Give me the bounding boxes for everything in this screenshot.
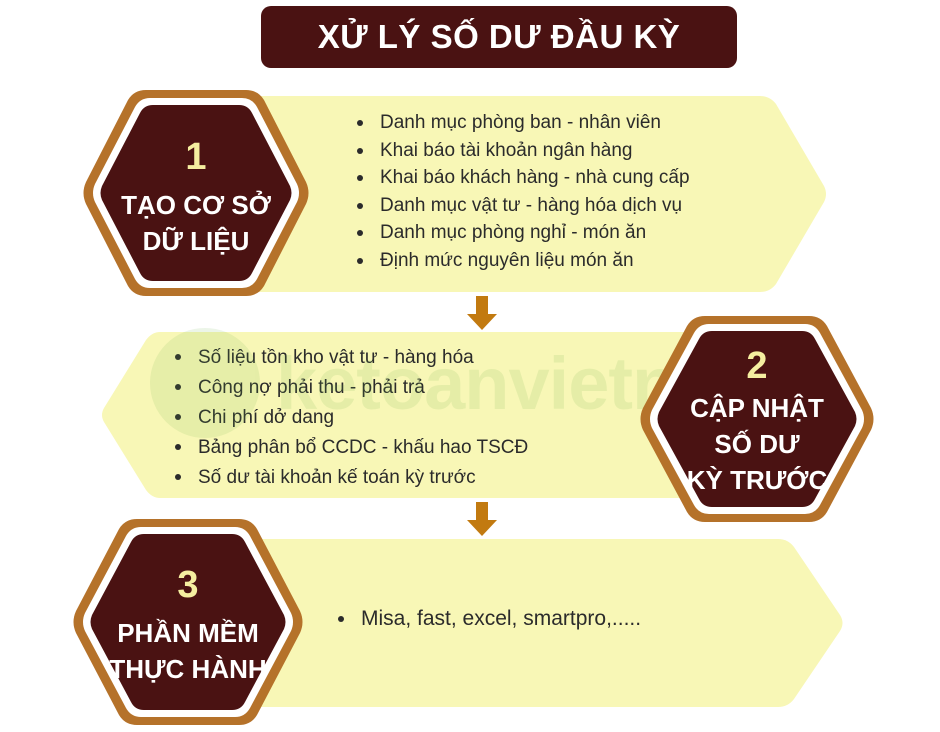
list-item: Bảng phân bổ CCDC - khấu hao TSCĐ <box>175 433 528 463</box>
step-3-number: 3 <box>177 564 199 606</box>
step-2-list: Số liệu tồn kho vật tư - hàng hóa Công n… <box>175 343 528 493</box>
step-3-panel: Misa, fast, excel, smartpro,..... <box>240 539 845 707</box>
step-2-panel: Số liệu tồn kho vật tư - hàng hóa Công n… <box>100 332 700 498</box>
list-item: Chi phí dở dang <box>175 403 528 433</box>
diagram-title-box: XỬ LÝ SỐ DƯ ĐẦU KỲ <box>261 6 737 68</box>
step-3-hexagon: 3 PHẦN MỀM THỰC HÀNH <box>70 515 306 729</box>
step-3-hexagon-shape <box>73 519 303 725</box>
step-1-label-line-2: DỮ LIỆU <box>142 226 250 256</box>
list-item: Danh mục phòng ban - nhân viên <box>357 109 690 137</box>
step-1-panel: Danh mục phòng ban - nhân viên Khai báo … <box>240 96 830 292</box>
step-2-hexagon-shape <box>640 316 874 522</box>
list-item: Số liệu tồn kho vật tư - hàng hóa <box>175 343 528 373</box>
step-1-hexagon-content: 1 TẠO CƠ SỞ DỮ LIỆU <box>80 86 312 300</box>
step-3-label-line-1: PHẦN MỀM <box>117 618 259 648</box>
list-item: Khai báo khách hàng - nhà cung cấp <box>357 164 690 192</box>
step-3-label-line-2: THỰC HÀNH <box>109 654 267 684</box>
step-2-number: 2 <box>746 345 768 387</box>
step-1-panel-shape <box>240 96 826 292</box>
list-item: Công nợ phải thu - phải trả <box>175 373 528 403</box>
step-2-label-line-2: SỐ DƯ <box>714 429 800 459</box>
list-item: Danh mục phòng nghỉ - món ăn <box>357 219 690 247</box>
list-item: Số dư tài khoản kế toán kỳ trước <box>175 463 528 493</box>
step-2-hexagon: 2 CẬP NHẬT SỐ DƯ KỲ TRƯỚC <box>637 312 877 526</box>
step-1-hexagon: 1 TẠO CƠ SỞ DỮ LIỆU <box>80 86 312 300</box>
down-arrow-icon <box>467 502 497 536</box>
step-1-label-line-1: TẠO CƠ SỞ <box>121 190 271 220</box>
step-3-list: Misa, fast, excel, smartpro,..... <box>338 605 641 633</box>
step-1-list: Danh mục phòng ban - nhân viên Khai báo … <box>357 109 690 274</box>
step-3-panel-shape <box>240 539 843 707</box>
step-1-hexagon-shape <box>83 90 309 296</box>
step-2-label-line-1: CẬP NHẬT <box>690 393 824 423</box>
step-2-label-line-3: KỲ TRƯỚC <box>686 465 828 495</box>
list-item: Định mức nguyên liệu món ăn <box>357 247 690 275</box>
step-2-hexagon-content: 2 CẬP NHẬT SỐ DƯ KỲ TRƯỚC <box>637 312 877 526</box>
list-item: Khai báo tài khoản ngân hàng <box>357 137 690 165</box>
step-2-panel-shape <box>102 332 700 498</box>
down-arrow-icon <box>467 296 497 330</box>
list-item: Danh mục vật tư - hàng hóa dịch vụ <box>357 192 690 220</box>
step-3-hexagon-content: 3 PHẦN MỀM THỰC HÀNH <box>70 515 306 729</box>
diagram-title: XỬ LÝ SỐ DƯ ĐẦU KỲ <box>317 18 681 55</box>
list-item: Misa, fast, excel, smartpro,..... <box>338 605 641 633</box>
step-1-number: 1 <box>185 136 207 178</box>
watermark-logo-icon <box>150 328 260 438</box>
